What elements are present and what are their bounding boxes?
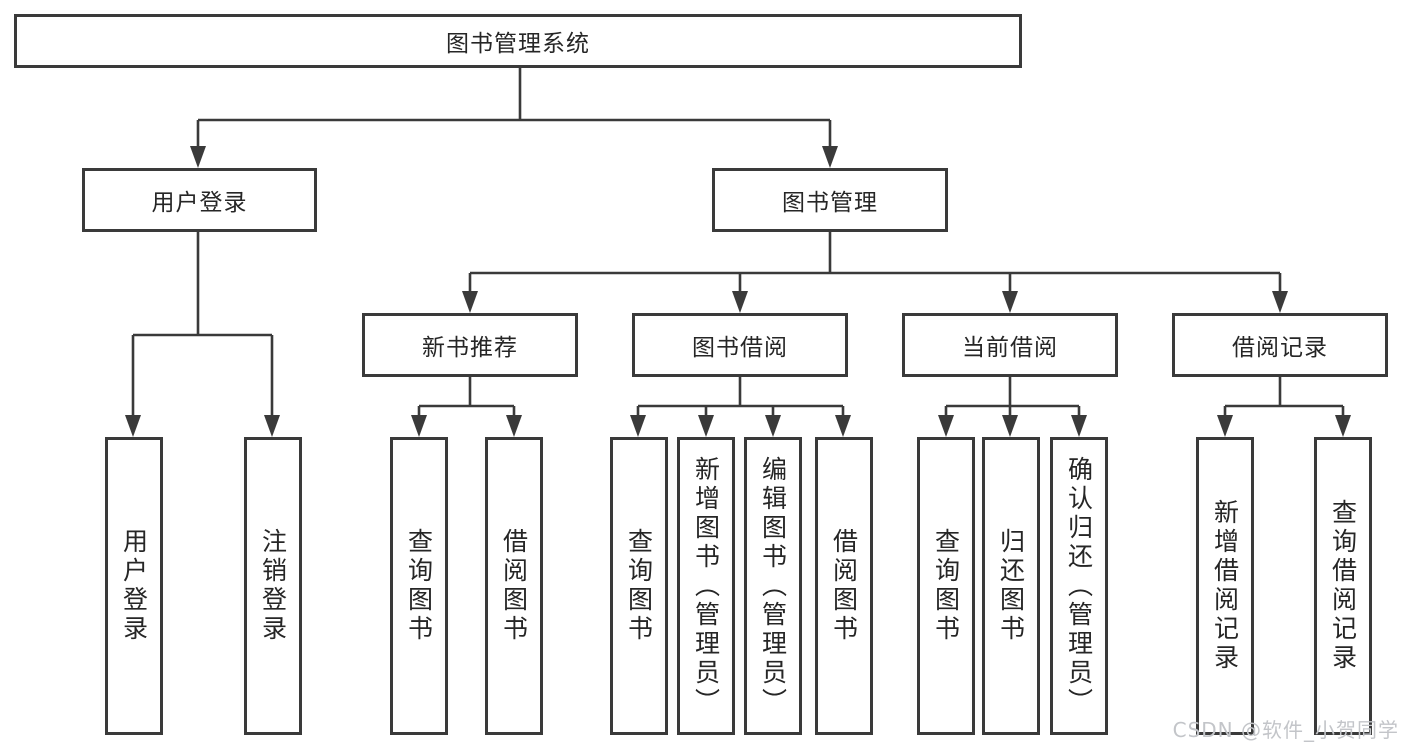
node-book-management-branch-label: 图书管理 — [782, 190, 878, 216]
leaf-confirm-return-admin: 确认归还（管理员） — [1050, 437, 1108, 735]
leaf-recommend-borrow-book: 借阅图书 — [485, 437, 543, 735]
leaf-borrow-query-book: 查询图书 — [610, 437, 668, 735]
leaf-confirm-return-admin-label: 确认归还（管理员） — [1064, 455, 1094, 717]
leaf-add-book-admin: 新增图书（管理员） — [677, 437, 735, 735]
leaf-current-query-book-label: 查询图书 — [931, 528, 961, 644]
node-book-management-branch: 图书管理 — [712, 168, 948, 232]
leaf-logout: 注销登录 — [244, 437, 302, 735]
leaf-return-book-label: 归还图书 — [996, 528, 1026, 644]
leaf-edit-book-admin-label: 编辑图书（管理员） — [758, 455, 788, 717]
leaf-edit-book-admin: 编辑图书（管理员） — [744, 437, 802, 735]
leaf-recommend-query-book: 查询图书 — [390, 437, 448, 735]
node-library-system: 图书管理系统 — [14, 14, 1022, 68]
node-new-book-recommend-label: 新书推荐 — [422, 335, 518, 361]
node-new-book-recommend: 新书推荐 — [362, 313, 578, 377]
node-user-login-branch: 用户登录 — [82, 168, 317, 232]
node-current-borrow-label: 当前借阅 — [962, 335, 1058, 361]
node-library-system-label: 图书管理系统 — [446, 31, 590, 57]
node-book-borrow-label: 图书借阅 — [692, 335, 788, 361]
leaf-borrow-book-label: 借阅图书 — [829, 528, 859, 644]
node-borrow-records: 借阅记录 — [1172, 313, 1388, 377]
node-borrow-records-label: 借阅记录 — [1232, 335, 1328, 361]
leaf-add-borrow-record: 新增借阅记录 — [1196, 437, 1254, 735]
leaf-user-login-label: 用户登录 — [119, 528, 149, 644]
leaf-add-book-admin-label: 新增图书（管理员） — [691, 455, 721, 717]
node-current-borrow: 当前借阅 — [902, 313, 1118, 377]
leaf-query-borrow-record: 查询借阅记录 — [1314, 437, 1372, 735]
leaf-user-login: 用户登录 — [105, 437, 163, 735]
leaf-return-book: 归还图书 — [982, 437, 1040, 735]
csdn-watermark: CSDN @软件_小贺同学 — [1172, 718, 1399, 742]
leaf-current-query-book: 查询图书 — [917, 437, 975, 735]
leaf-recommend-query-book-label: 查询图书 — [404, 528, 434, 644]
node-book-borrow: 图书借阅 — [632, 313, 848, 377]
leaf-recommend-borrow-book-label: 借阅图书 — [499, 528, 529, 644]
node-user-login-branch-label: 用户登录 — [151, 190, 248, 216]
leaf-query-borrow-record-label: 查询借阅记录 — [1328, 499, 1358, 673]
leaf-borrow-query-book-label: 查询图书 — [624, 528, 654, 644]
leaf-logout-label: 注销登录 — [258, 528, 288, 644]
leaf-borrow-book: 借阅图书 — [815, 437, 873, 735]
leaf-add-borrow-record-label: 新增借阅记录 — [1210, 499, 1240, 673]
